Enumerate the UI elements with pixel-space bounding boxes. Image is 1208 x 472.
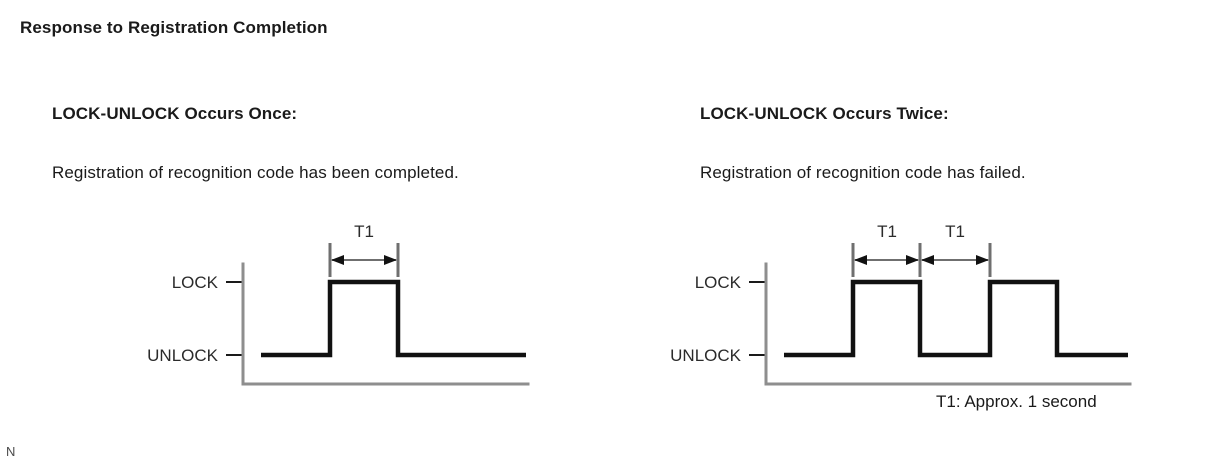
page-title: Response to Registration Completion <box>20 18 328 37</box>
section-description-occurs-twice: Registration of recognition code has fai… <box>700 163 1026 182</box>
axis-label-lock-right: LOCK <box>695 273 742 292</box>
arrow-head-left-start <box>331 255 344 265</box>
footnote-t1-duration: T1: Approx. 1 second <box>936 392 1097 411</box>
arrow-head-right-b-start <box>921 255 934 265</box>
arrow-head-right-a-end <box>906 255 919 265</box>
axis-label-unlock-right: UNLOCK <box>670 346 742 365</box>
signal-waveform-right <box>784 279 1128 358</box>
arrow-head-left-end <box>384 255 397 265</box>
axis-label-unlock-left: UNLOCK <box>147 346 219 365</box>
signal-waveform-left <box>261 279 526 358</box>
dimension-label-t1-right-a: T1 <box>877 222 897 241</box>
arrow-head-right-a-start <box>854 255 867 265</box>
axis-label-lock-left: LOCK <box>172 273 219 292</box>
section-heading-occurs-once: LOCK-UNLOCK Occurs Once: <box>52 104 298 123</box>
corner-mark: N <box>6 444 16 459</box>
section-heading-occurs-twice: LOCK-UNLOCK Occurs Twice: <box>700 104 949 123</box>
dimension-label-t1-left: T1 <box>354 222 374 241</box>
section-description-occurs-once: Registration of recognition code has bee… <box>52 163 459 182</box>
dimension-label-t1-right-b: T1 <box>945 222 965 241</box>
arrow-head-right-b-end <box>976 255 989 265</box>
